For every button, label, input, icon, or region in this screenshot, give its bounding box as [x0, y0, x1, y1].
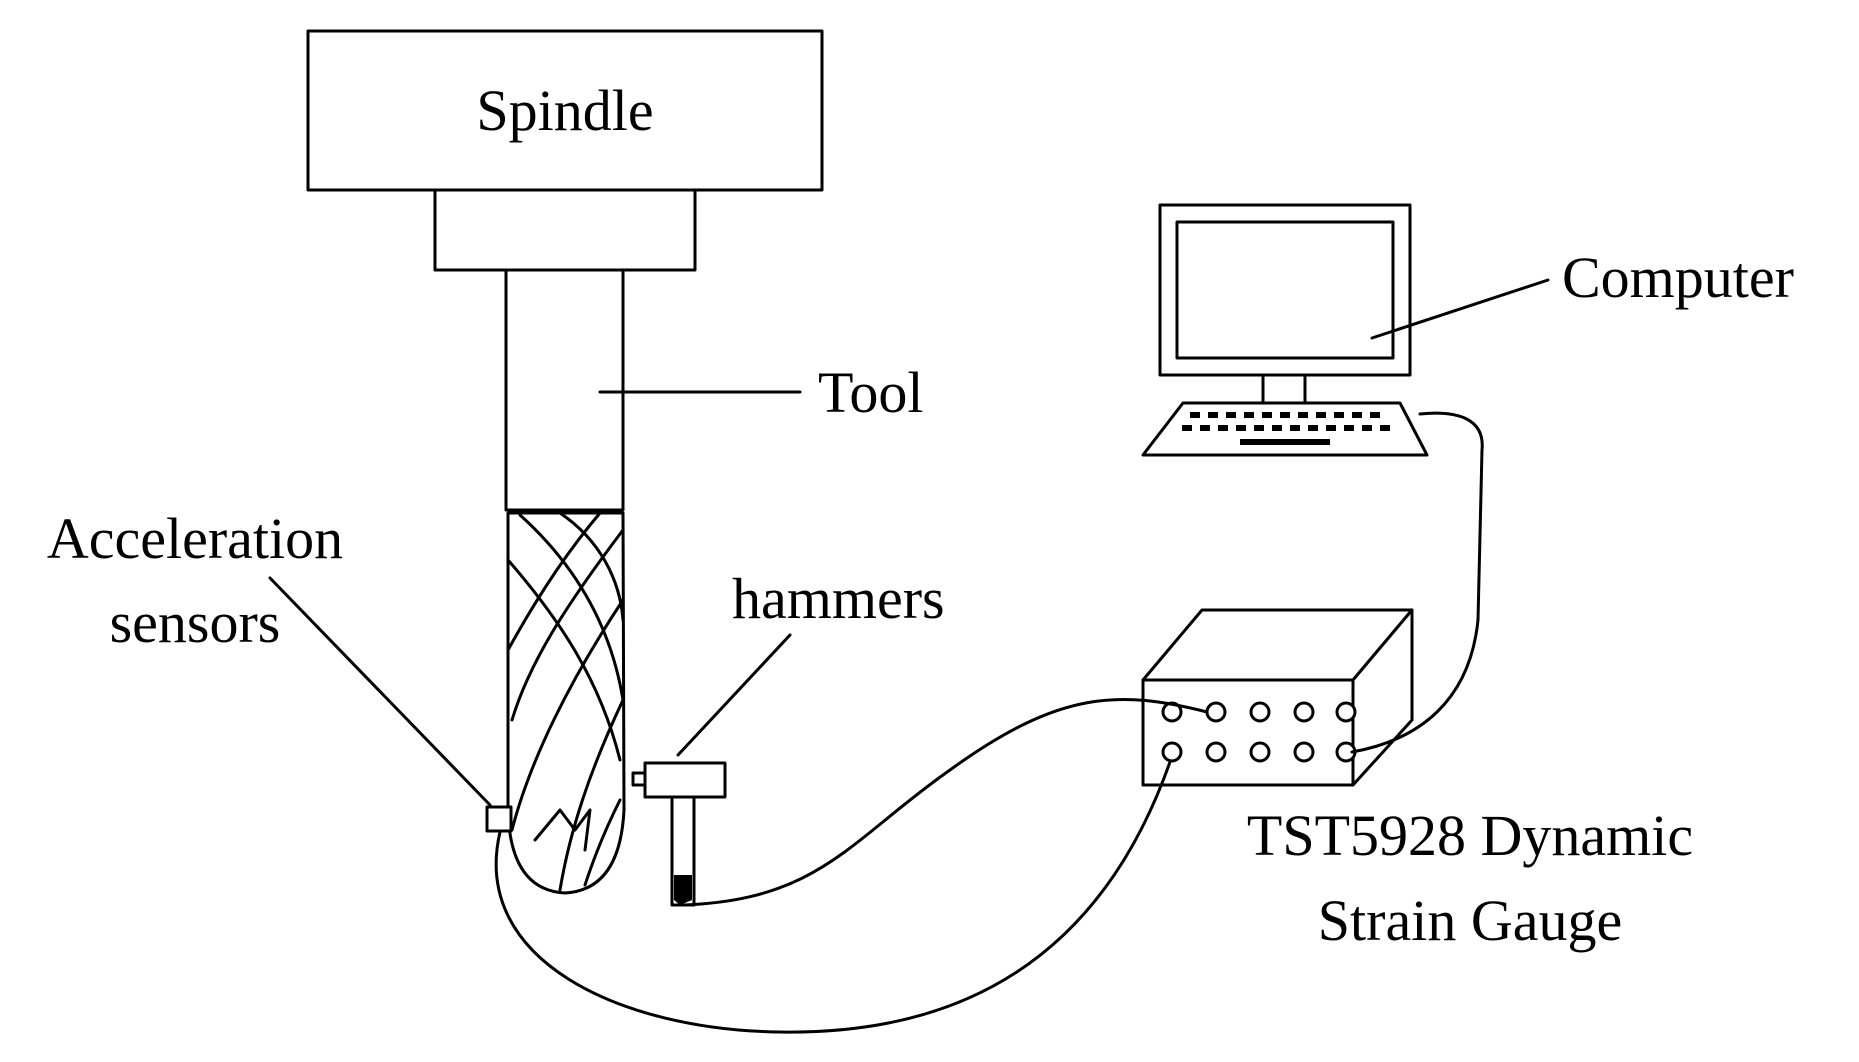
- impact-hammer: hammers: [631, 566, 945, 907]
- end-mill-cutter: [506, 511, 626, 895]
- hammer-leader-line: [676, 633, 792, 757]
- strain-gauge-label-line1: TST5928 Dynamic: [1247, 803, 1693, 868]
- hammer-tip: [631, 771, 647, 787]
- cable-hammer-to-gauge: [681, 697, 1209, 907]
- cutter-flute: [510, 598, 625, 832]
- monitor-screen: [1175, 220, 1395, 360]
- cable-sensor-to-gauge: [494, 760, 1172, 1034]
- hammer-head: [643, 761, 727, 799]
- computer-leader-line: [1370, 278, 1550, 340]
- acceleration-sensor: Acceleration sensors: [47, 506, 513, 833]
- cutter-flute: [510, 528, 625, 722]
- keyboard-keys: [1182, 412, 1390, 445]
- acceleration-sensors-label-line1: Acceleration: [47, 506, 343, 571]
- cutter-body: [506, 511, 626, 895]
- tool-label: Tool: [818, 360, 924, 425]
- cutter-flute: [506, 558, 622, 762]
- cables: [494, 411, 1484, 1034]
- spindle: Spindle: [306, 29, 824, 272]
- strain-gauge-label-line2: Strain Gauge: [1318, 888, 1622, 953]
- cutter-flute: [518, 513, 625, 702]
- cutter-flute: [558, 698, 625, 892]
- sensor-leader-line: [268, 576, 492, 807]
- cutter-tip-detail: [533, 808, 592, 852]
- gauge-connectors: [1161, 701, 1357, 763]
- cutter-flute: [583, 798, 622, 887]
- spindle-collar: [433, 188, 697, 272]
- tool: Tool: [504, 268, 924, 512]
- computer: Computer: [1141, 203, 1794, 457]
- hammer-grip: [674, 875, 692, 905]
- tool-shank: [504, 268, 625, 512]
- gauge-front-face: [1141, 678, 1355, 787]
- cutter-flute: [558, 511, 625, 622]
- spindle-head: [306, 29, 824, 192]
- hammers-label: hammers: [732, 566, 945, 631]
- monitor-stand: [1261, 373, 1307, 405]
- sensor-block: [485, 805, 513, 833]
- spindle-label: Spindle: [476, 78, 653, 143]
- cutter-flute: [506, 511, 602, 652]
- dynamic-strain-gauge: TST5928 Dynamic Strain Gauge: [1141, 608, 1693, 953]
- acceleration-sensors-label-line2: sensors: [110, 590, 281, 655]
- computer-label: Computer: [1562, 245, 1794, 310]
- cable-gauge-to-computer: [1350, 411, 1484, 754]
